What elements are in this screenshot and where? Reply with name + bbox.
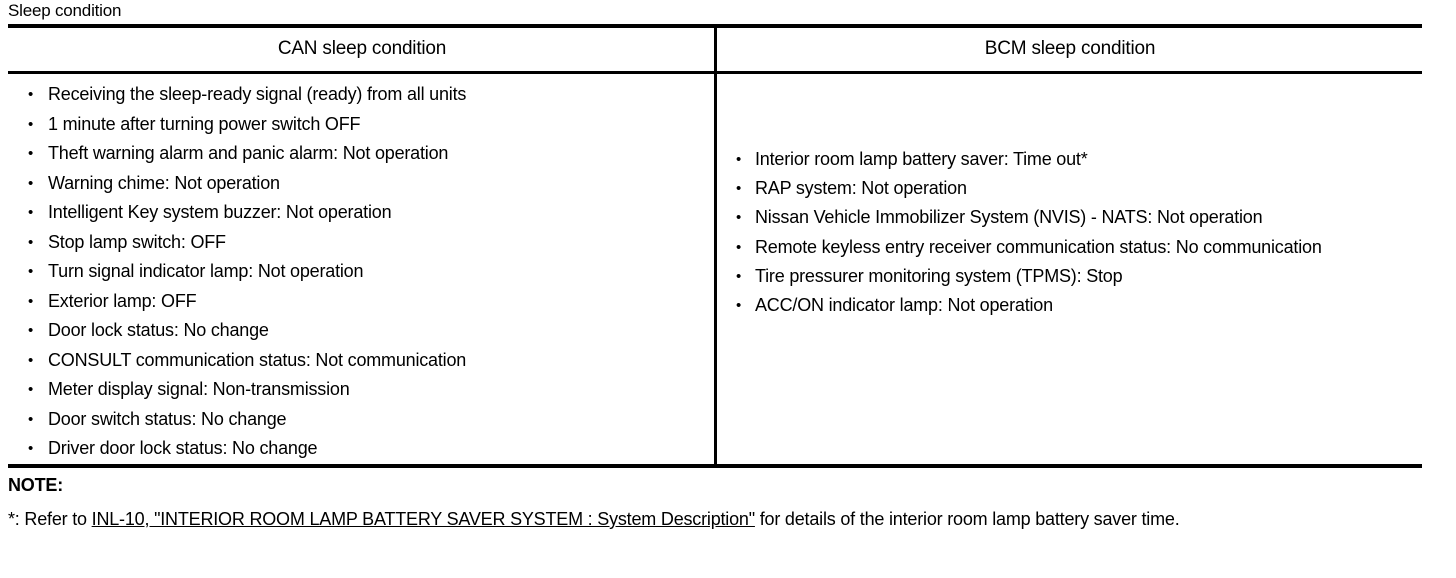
- table-caption: Sleep condition: [8, 1, 122, 20]
- list-item: Driver door lock status: No change: [22, 434, 702, 464]
- table-column-divider: [714, 26, 717, 466]
- list-item: Tire pressurer monitoring system (TPMS):…: [730, 262, 1414, 292]
- list-item: Door lock status: No change: [22, 316, 702, 346]
- bcm-condition-list: Interior room lamp battery saver: Time o…: [730, 145, 1414, 321]
- column-body-bcm: Interior room lamp battery saver: Time o…: [730, 145, 1414, 321]
- note-body: *: Refer to INL-10, "INTERIOR ROOM LAMP …: [8, 506, 1440, 533]
- note-reference-link[interactable]: INL-10, "INTERIOR ROOM LAMP BATTERY SAVE…: [91, 509, 755, 529]
- list-item: Intelligent Key system buzzer: Not opera…: [22, 198, 702, 228]
- note-prefix: *: Refer to: [8, 509, 92, 529]
- list-item: Remote keyless entry receiver communicat…: [730, 233, 1414, 263]
- table-bottom-rule: [8, 464, 1422, 468]
- list-item: ACC/ON indicator lamp: Not operation: [730, 291, 1414, 321]
- list-item: Nissan Vehicle Immobilizer System (NVIS)…: [730, 203, 1414, 233]
- column-header-can: CAN sleep condition: [277, 38, 447, 59]
- list-item: Interior room lamp battery saver: Time o…: [730, 145, 1414, 175]
- column-body-can: Receiving the sleep-ready signal (ready)…: [22, 80, 702, 464]
- note-suffix: for details of the interior room lamp ba…: [754, 509, 1180, 529]
- can-condition-list: Receiving the sleep-ready signal (ready)…: [22, 80, 702, 464]
- list-item: Turn signal indicator lamp: Not operatio…: [22, 257, 702, 287]
- list-item: Stop lamp switch: OFF: [22, 228, 702, 258]
- list-item: CONSULT communication status: Not commun…: [22, 346, 702, 376]
- list-item: Door switch status: No change: [22, 405, 702, 435]
- list-item: Receiving the sleep-ready signal (ready)…: [22, 80, 702, 110]
- list-item: Exterior lamp: OFF: [22, 287, 702, 317]
- list-item: Warning chime: Not operation: [22, 169, 702, 199]
- note-label: NOTE:: [8, 475, 63, 495]
- list-item: Meter display signal: Non-transmission: [22, 375, 702, 405]
- column-header-bcm: BCM sleep condition: [984, 38, 1156, 59]
- note-block: NOTE: *: Refer to INL-10, "INTERIOR ROOM…: [8, 472, 1442, 533]
- list-item: RAP system: Not operation: [730, 174, 1414, 204]
- list-item: 1 minute after turning power switch OFF: [22, 110, 702, 140]
- list-item: Theft warning alarm and panic alarm: Not…: [22, 139, 702, 169]
